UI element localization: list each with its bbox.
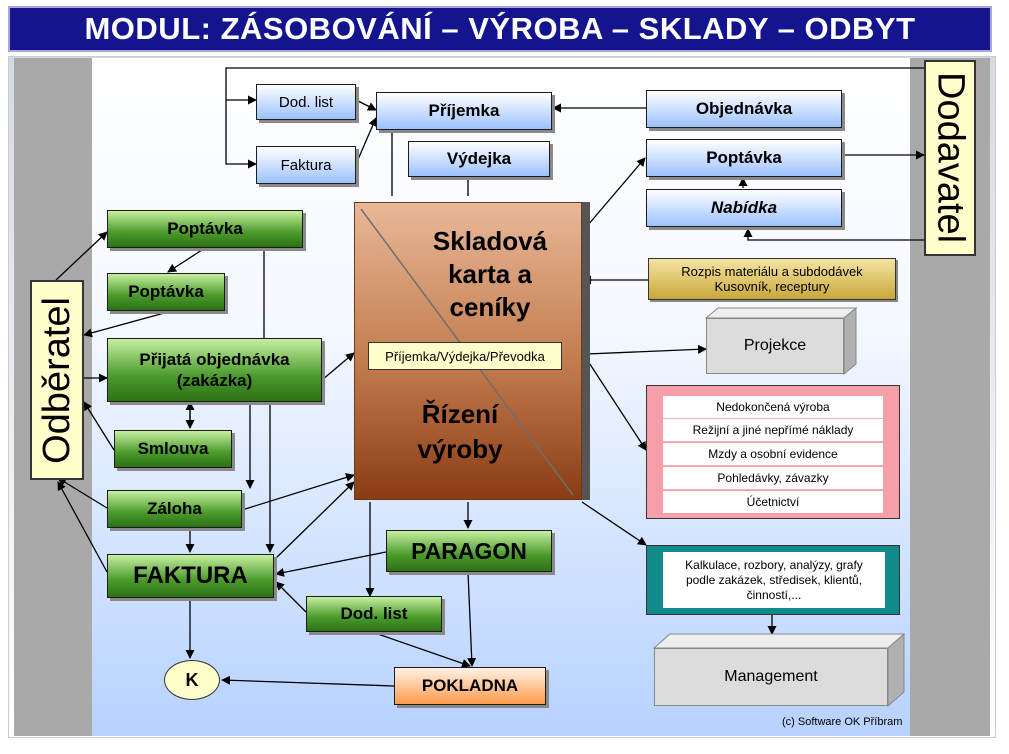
contract-box: Smlouva	[114, 430, 232, 468]
received-order-line-1: Přijatá objednávka	[139, 349, 290, 369]
received-order-line-2: (zakázka)	[176, 371, 253, 390]
inquiry-box-1: Poptávka	[107, 210, 303, 248]
supplier-label: Dodavatel	[924, 60, 976, 256]
cash-register-box: POKLADNA	[394, 667, 546, 705]
invoice-box: FAKTURA	[107, 554, 274, 598]
pink-row-1: Nedokončená výroba	[663, 396, 883, 419]
issue-box: Výdejka	[408, 141, 550, 177]
material-breakdown-box: Rozpis materiálu a subdodávek Kusovník, …	[648, 258, 896, 300]
accounting-panel: Nedokončená výroba Režijní a jiné nepřím…	[646, 385, 900, 519]
invoice-top-box: Faktura	[256, 146, 356, 184]
pink-row-4: Pohledávky, závazky	[663, 467, 883, 490]
inquiry-right-box: Poptávka	[646, 139, 842, 177]
order-box: Objednávka	[646, 90, 842, 128]
supplier-label-text: Dodavatel	[929, 72, 972, 244]
cash-circle: K	[164, 660, 220, 700]
receipt-issue-transfer-box: Příjemka/Výdejka/Převodka	[368, 342, 562, 370]
management-3d-frame	[652, 632, 906, 708]
central-line-1: Skladová	[432, 226, 548, 256]
pink-row-2: Režijní a jiné nepřímé náklady	[663, 419, 883, 442]
delivery-note-bottom-box: Dod. list	[306, 596, 442, 632]
analysis-panel: Kalkulace, rozbory, analýzy, grafy podle…	[646, 545, 900, 615]
offer-box: Nabídka	[646, 189, 842, 227]
analysis-line-1: Kalkulace, rozbory, analýzy, grafy	[685, 557, 863, 572]
receipt-slip-box: PARAGON	[386, 530, 552, 572]
analysis-text: Kalkulace, rozbory, analýzy, grafy podle…	[663, 552, 885, 608]
inquiry-box-2: Poptávka	[107, 273, 225, 311]
advance-payment-box: Záloha	[107, 490, 242, 528]
central-bottom-2: výroby	[417, 434, 503, 464]
receipt-box: Příjemka	[376, 92, 552, 130]
central-line-3: ceníky	[449, 292, 531, 322]
material-breakdown-line-2: Kusovník, receptury	[714, 279, 830, 294]
customer-label: Odběratel	[30, 280, 84, 480]
analysis-line-3: činností,...	[746, 587, 802, 602]
projection-3d-frame	[704, 306, 858, 376]
management-box: Management	[654, 648, 888, 706]
pink-row-3: Mzdy a osobní evidence	[663, 443, 883, 466]
delivery-note-top-box: Dod. list	[256, 84, 356, 120]
customer-label-text: Odběratel	[35, 296, 78, 464]
received-order-box: Přijatá objednávka (zakázka)	[107, 338, 322, 402]
projection-box: Projekce	[706, 318, 844, 374]
analysis-line-2: podle zakázek, středisek, klientů,	[685, 572, 863, 587]
central-line-2: karta a	[448, 259, 532, 289]
page-title: MODUL: ZÁSOBOVÁNÍ – VÝROBA – SKLADY – OD…	[8, 6, 992, 52]
material-breakdown-line-1: Rozpis materiálu a subdodávek	[681, 264, 863, 279]
copyright-footer: (c) Software OK Příbram	[782, 716, 903, 728]
central-bottom-1: Řízení	[421, 399, 499, 429]
pink-row-5: Účetnictví	[663, 491, 883, 513]
